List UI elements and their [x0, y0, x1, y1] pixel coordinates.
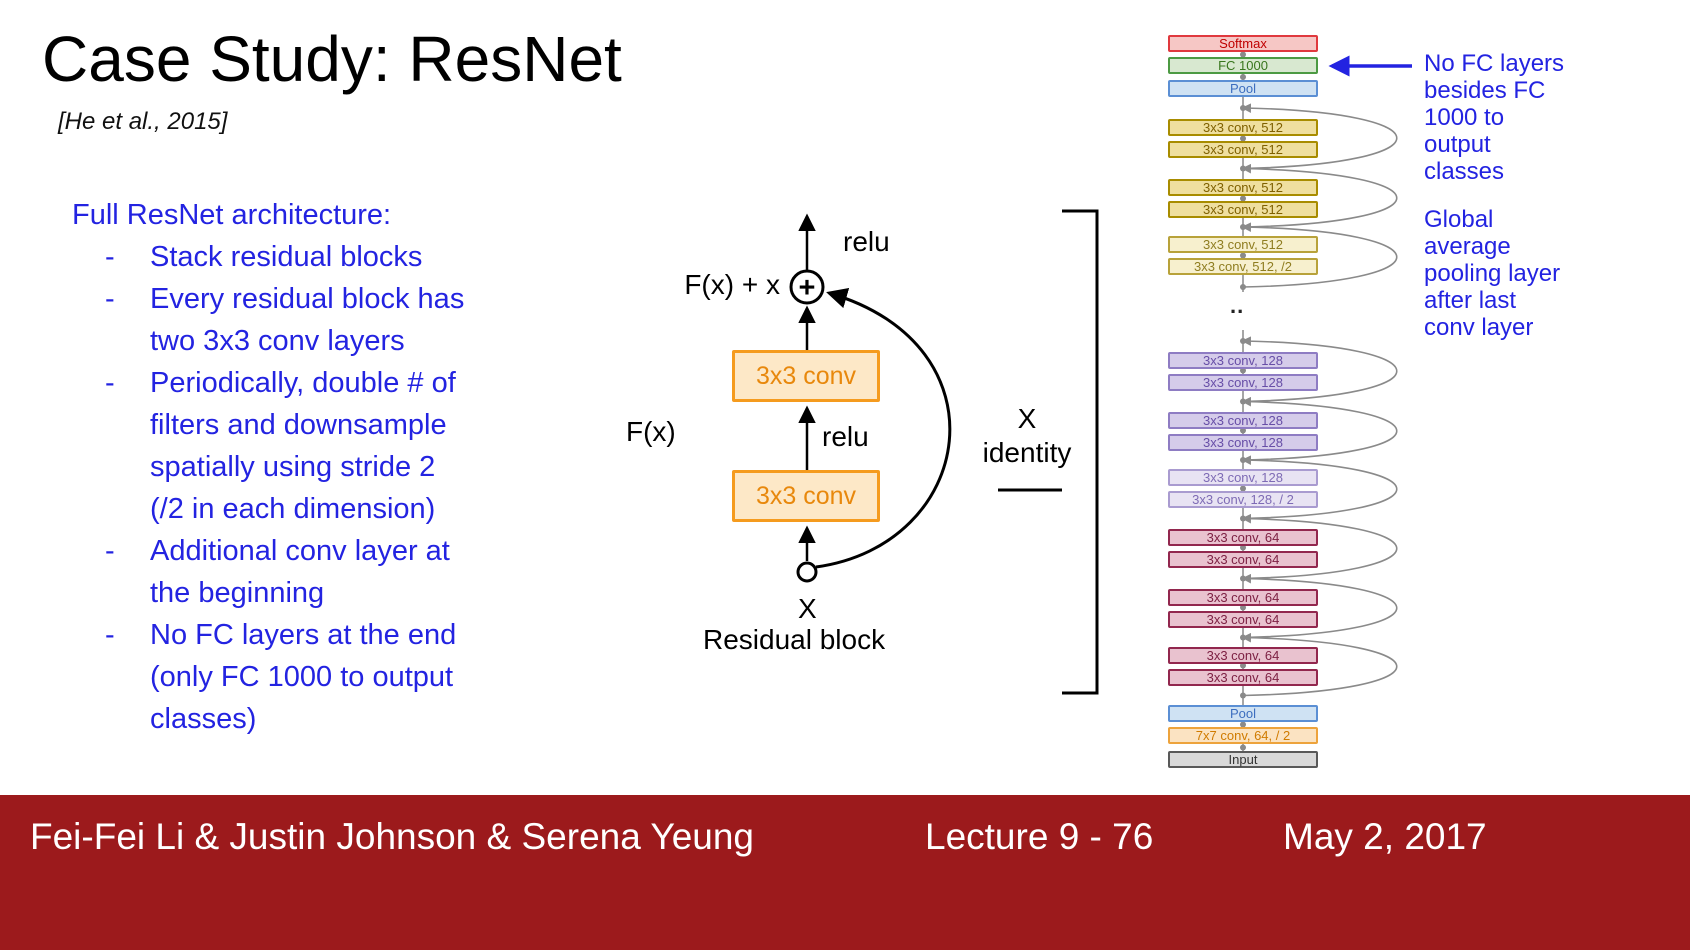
stack-layer-conv64: 3x3 conv, 64 [1168, 551, 1318, 568]
stack-layer-input: Input [1168, 751, 1318, 768]
bullet-text: Periodically, double # of filters and do… [150, 367, 456, 525]
stack-layer-conv128-stride2: 3x3 conv, 128, / 2 [1168, 491, 1318, 508]
stack-layer-conv64: 3x3 conv, 64 [1168, 529, 1318, 546]
citation: [He et al., 2015] [58, 108, 228, 135]
sum-label: F(x) + x [684, 269, 780, 300]
conv-box-bottom: 3x3 conv [732, 470, 880, 522]
bullet-dash: - [105, 619, 115, 651]
skip-connection-arcs [1241, 103, 1398, 697]
stack-layer-conv64: 3x3 conv, 64 [1168, 611, 1318, 628]
list-item: - Stack residual blocks [72, 236, 552, 278]
stack-layer-pool-top: Pool [1168, 80, 1318, 97]
stack-layer-conv64: 3x3 conv, 64 [1168, 647, 1318, 664]
stack-layer-conv512: 3x3 conv, 512 [1168, 236, 1318, 253]
stack-layer-conv512: 3x3 conv, 512 [1168, 201, 1318, 218]
stack-layer-conv512: 3x3 conv, 512 [1168, 179, 1318, 196]
stack-layer-conv7x7: 7x7 conv, 64, / 2 [1168, 727, 1318, 744]
footer-lecture-number: Lecture 9 - 76 [925, 816, 1154, 857]
stack-layer-conv128: 3x3 conv, 128 [1168, 374, 1318, 391]
residual-block-caption: Residual block [703, 624, 886, 655]
sum-node-circle [789, 269, 825, 305]
bullet-dash: - [105, 367, 115, 399]
stack-layer-conv512: 3x3 conv, 512 [1168, 119, 1318, 136]
bullet-dash: - [105, 241, 115, 273]
plus-symbol: + [799, 272, 816, 304]
notes-heading: Full ResNet architecture: [72, 199, 392, 231]
stack-layer-conv64: 3x3 conv, 64 [1168, 669, 1318, 686]
architecture-notes: Full ResNet architecture: - Stack residu… [72, 194, 552, 740]
relu-top-label: relu [843, 226, 890, 257]
bullet-text: Additional conv layer at the beginning [150, 535, 450, 609]
stack-layer-conv512-stride2: 3x3 conv, 512, /2 [1168, 258, 1318, 275]
stack-ellipsis: .. [1230, 293, 1245, 318]
list-item: - No FC layers at the end (only FC 1000 … [72, 614, 552, 740]
stack-layer-conv64: 3x3 conv, 64 [1168, 589, 1318, 606]
input-node-circle [796, 561, 818, 583]
stack-layer-conv128: 3x3 conv, 128 [1168, 412, 1318, 429]
stack-layer-pool-bottom: Pool [1168, 705, 1318, 722]
input-x-label: X [798, 593, 817, 624]
footer-date: May 2, 2017 [1283, 816, 1487, 857]
stack-layer-fc1000: FC 1000 [1168, 57, 1318, 74]
notes-list: - Stack residual blocks - Every residual… [72, 236, 552, 740]
bullet-text: Every residual block has two 3x3 conv la… [150, 283, 465, 357]
annotation-no-fc: No FC layers besides FC 1000 to output c… [1424, 50, 1565, 185]
bullet-text: Stack residual blocks [150, 241, 423, 273]
fx-label: F(x) [626, 416, 676, 447]
footer-bar: Fei-Fei Li & Justin Johnson & Serena Yeu… [0, 795, 1690, 950]
bullet-text: No FC layers at the end (only FC 1000 to… [150, 619, 457, 735]
list-item: - Periodically, double # of filters and … [72, 362, 552, 530]
list-item: - Additional conv layer at the beginning [72, 530, 552, 614]
annotation-global-pool: Global average pooling layer after last … [1424, 206, 1561, 341]
stack-layer-conv128: 3x3 conv, 128 [1168, 352, 1318, 369]
page-title: Case Study: ResNet [42, 23, 622, 95]
stack-layer-conv512: 3x3 conv, 512 [1168, 141, 1318, 158]
conv-box-top: 3x3 conv [732, 350, 880, 402]
bullet-dash: - [105, 535, 115, 567]
relu-mid-label: relu [822, 421, 869, 452]
stack-layer-conv128: 3x3 conv, 128 [1168, 469, 1318, 486]
stack-layer-softmax: Softmax [1168, 35, 1318, 52]
bullet-dash: - [105, 283, 115, 315]
identity-label: X identity [982, 403, 1072, 468]
footer-authors: Fei-Fei Li & Justin Johnson & Serena Yeu… [30, 816, 755, 857]
stack-layer-conv128: 3x3 conv, 128 [1168, 434, 1318, 451]
list-item: - Every residual block has two 3x3 conv … [72, 278, 552, 362]
